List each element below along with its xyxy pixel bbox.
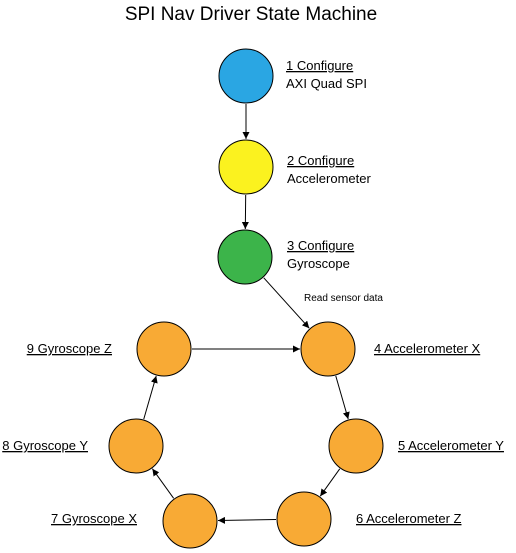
state-sublabel-3: Gyroscope bbox=[287, 256, 350, 271]
state-node-8 bbox=[108, 418, 164, 474]
state-label-9: 9 Gyroscope Z bbox=[27, 341, 112, 356]
state-label-5: 5 Accelerometer Y bbox=[398, 438, 504, 453]
state-node-6 bbox=[276, 491, 332, 547]
state-node-4 bbox=[300, 321, 356, 377]
state-node-1 bbox=[218, 48, 274, 104]
transition-arrow-3-to-4 bbox=[263, 277, 310, 329]
transition-arrow-6-to-7 bbox=[217, 516, 277, 524]
transitions: Read sensor data bbox=[143, 104, 383, 524]
state-label-2: 2 Configure bbox=[287, 153, 354, 168]
state-label-1: 1 Configure bbox=[286, 58, 353, 73]
state-sublabel-1: AXI Quad SPI bbox=[286, 76, 367, 91]
state-node-5 bbox=[328, 418, 384, 474]
state-node-3 bbox=[217, 229, 273, 285]
state-label-8: 8 Gyroscope Y bbox=[2, 438, 88, 453]
state-label-7: 7 Gyroscope X bbox=[51, 511, 137, 526]
state-label-6: 6 Accelerometer Z bbox=[356, 511, 462, 526]
transition-arrow-4-to-5 bbox=[335, 375, 350, 420]
transition-label: Read sensor data bbox=[304, 293, 383, 304]
state-sublabel-2: Accelerometer bbox=[287, 171, 371, 186]
state-label-3: 3 Configure bbox=[287, 238, 354, 253]
state-node-2 bbox=[218, 139, 274, 195]
transition-arrow-5-to-6 bbox=[319, 468, 341, 497]
state-label-4: 4 Accelerometer X bbox=[374, 341, 481, 356]
transition-arrow-8-to-9 bbox=[143, 375, 158, 420]
transition-arrow-7-to-8 bbox=[151, 468, 175, 499]
states bbox=[108, 48, 384, 549]
state-node-7 bbox=[162, 493, 218, 549]
diagram-title: SPI Nav Driver State Machine bbox=[125, 4, 377, 25]
state-node-9 bbox=[136, 321, 192, 377]
